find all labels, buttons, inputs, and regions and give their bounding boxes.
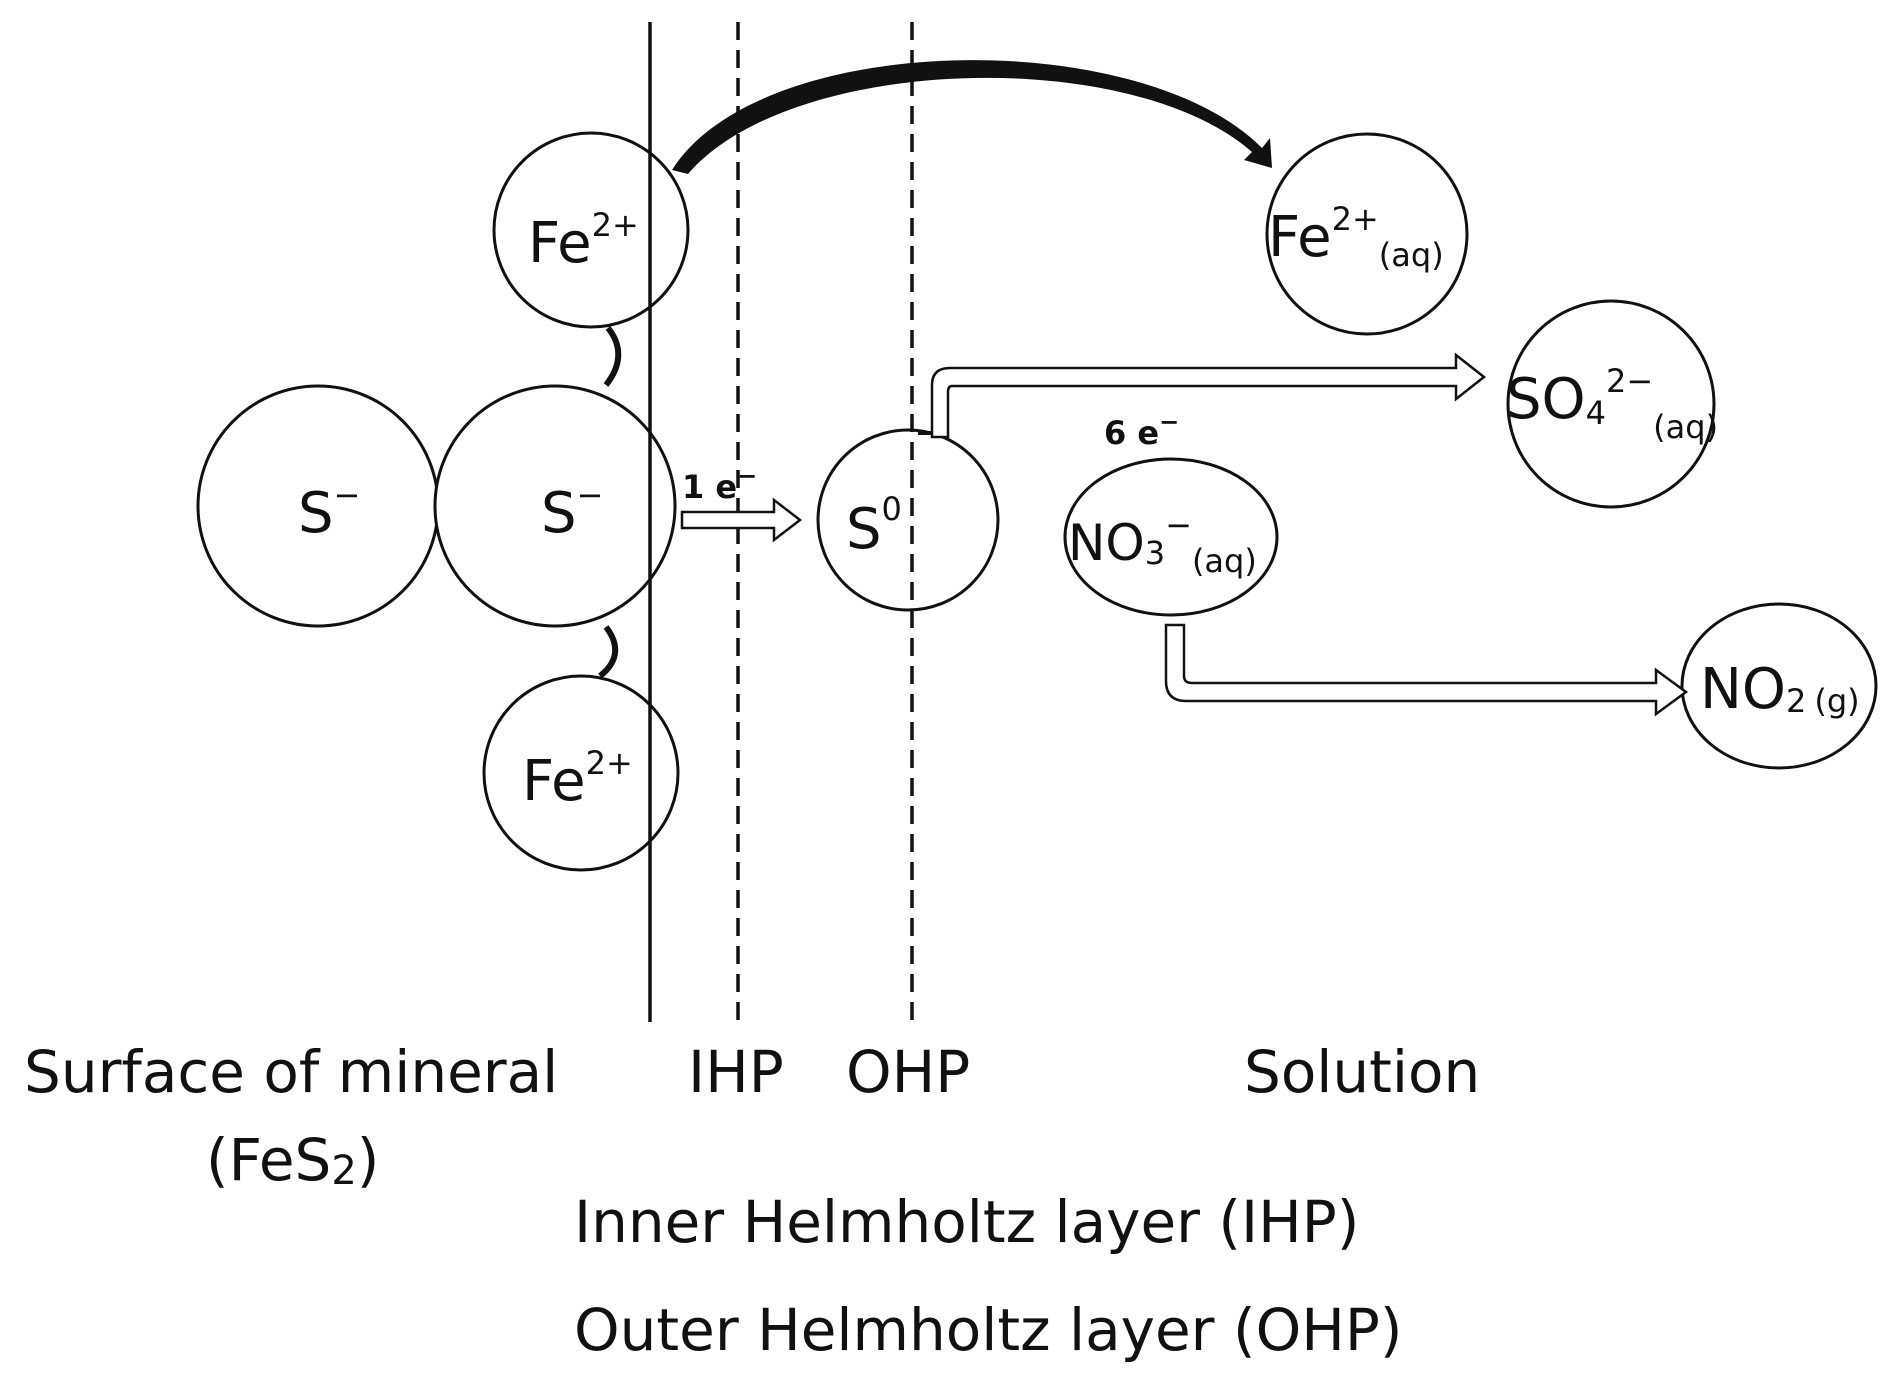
fe-dissolution-arrow xyxy=(672,60,1272,174)
fe-top-label: Fe2+ xyxy=(528,206,639,276)
surface-label-line1: Surface of mineral xyxy=(24,1038,558,1106)
bond-s-fe-bottom xyxy=(598,625,618,679)
nitrate-reduction-arrow xyxy=(1164,623,1689,717)
one-electron-label: 1 e− xyxy=(682,462,757,506)
fe-bottom-circle xyxy=(482,674,680,872)
solution-label: Solution xyxy=(1244,1038,1480,1106)
surface-label-line2: (FeS2) xyxy=(206,1126,379,1194)
no3-ellipse xyxy=(1063,457,1279,617)
fe-bottom-label: Fe2+ xyxy=(522,744,633,814)
s-left-label: S− xyxy=(298,476,360,546)
ohp-label: OHP xyxy=(846,1038,970,1106)
fe-aq-circle xyxy=(1265,132,1469,336)
s-mid-circle xyxy=(433,384,677,628)
legend-outer-helmholtz: Outer Helmholtz layer (OHP) xyxy=(574,1296,1402,1364)
so4-label: SO42−(aq) xyxy=(1506,362,1718,446)
six-electron-label: 6 e− xyxy=(1104,408,1179,452)
s-mid-label: S− xyxy=(541,476,603,546)
one-electron-arrow xyxy=(680,497,803,543)
no3-label: NO3−(aq) xyxy=(1068,506,1257,580)
sulfate-oxidation-arrow xyxy=(930,352,1487,439)
bond-fe-top-s xyxy=(603,326,622,387)
no2-label: NO2(g) xyxy=(1700,657,1860,722)
legend-inner-helmholtz: Inner Helmholtz layer (IHP) xyxy=(574,1188,1359,1256)
ihp-label: IHP xyxy=(688,1038,784,1106)
s-zero-label: S0 xyxy=(846,490,902,562)
no2-ellipse xyxy=(1680,602,1878,770)
fe-aq-label: Fe2+(aq) xyxy=(1268,200,1444,274)
s-zero-circle xyxy=(816,428,1000,612)
so4-circle xyxy=(1506,299,1716,509)
fe-top-circle xyxy=(492,131,690,329)
